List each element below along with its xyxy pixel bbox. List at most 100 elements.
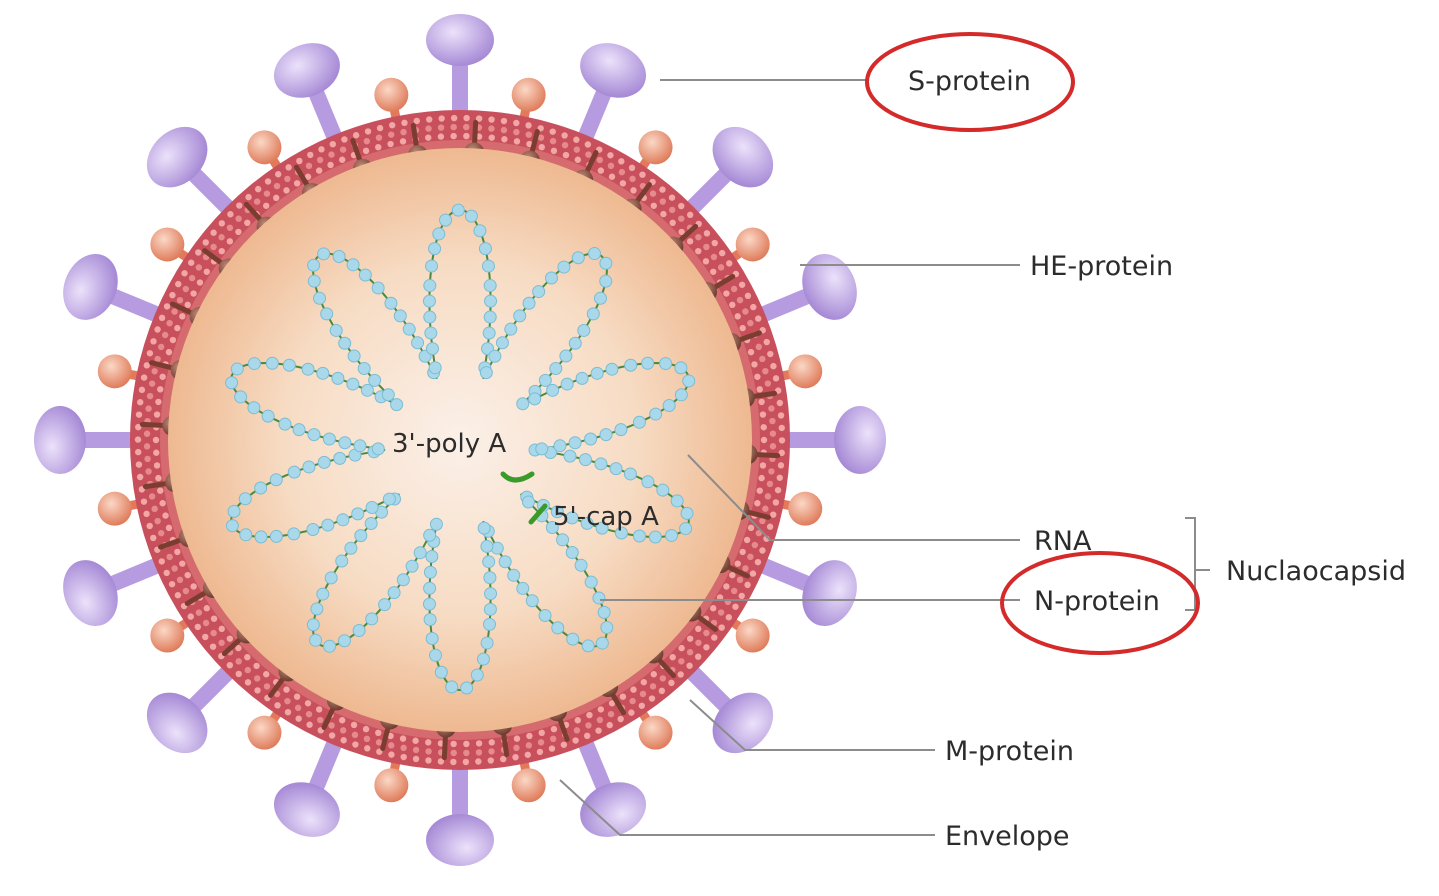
envelope-lipid <box>526 733 532 739</box>
s-protein-head <box>53 246 127 329</box>
n-protein-bead <box>358 362 370 374</box>
envelope-lipid <box>174 549 180 555</box>
envelope-lipid <box>755 559 761 565</box>
n-protein-bead <box>347 259 359 271</box>
envelope-lipid <box>265 178 271 184</box>
envelope-lipid <box>537 749 543 755</box>
envelope-lipid <box>712 240 718 246</box>
envelope-lipid <box>166 349 172 355</box>
envelope-lipid <box>640 691 646 697</box>
envelope-lipid <box>155 475 161 481</box>
envelope-lipid <box>770 430 776 436</box>
envelope-lipid <box>211 615 217 621</box>
envelope-lipid <box>154 462 160 468</box>
envelope-lipid <box>574 146 580 152</box>
envelope-lipid <box>770 363 776 369</box>
envelope-lipid <box>759 356 765 362</box>
envelope-lipid <box>735 313 741 319</box>
envelope-lipid <box>162 512 168 518</box>
envelope-lipid <box>144 443 150 449</box>
he-protein-head <box>788 492 822 526</box>
n-protein-bead <box>675 389 687 401</box>
envelope-lipid <box>757 487 763 493</box>
envelope-lipid <box>719 624 725 630</box>
n-protein-bead <box>533 286 545 298</box>
envelope-lipid <box>151 368 157 374</box>
envelope-lipid <box>425 748 431 754</box>
envelope-lipid <box>726 614 732 620</box>
envelope-lipid <box>561 742 567 748</box>
envelope-lipid <box>141 374 147 380</box>
envelope-lipid <box>687 649 693 655</box>
envelope-lipid <box>175 592 181 598</box>
envelope-lipid <box>283 187 289 193</box>
envelope-lipid <box>718 609 724 615</box>
envelope-lipid <box>219 220 225 226</box>
envelope-lipid <box>767 481 773 487</box>
envelope-lipid <box>513 129 519 135</box>
he-protein-head <box>150 619 184 653</box>
envelope-lipid <box>414 118 420 124</box>
s-protein-head <box>572 33 655 107</box>
s-protein-head <box>266 33 349 107</box>
envelope-lipid <box>136 411 142 417</box>
envelope-lipid <box>760 411 766 417</box>
n-protein-bead <box>228 505 240 517</box>
envelope-lipid <box>264 190 270 196</box>
envelope-lipid <box>144 362 150 368</box>
n-protein-bead <box>552 622 564 634</box>
envelope-lipid <box>732 604 738 610</box>
envelope-lipid <box>254 687 260 693</box>
envelope-lipid <box>598 706 604 712</box>
envelope-lipid <box>770 443 776 449</box>
n-protein-bead <box>352 508 364 520</box>
n-protein-bead <box>595 458 607 470</box>
envelope-lipid <box>678 645 684 651</box>
envelope-lipid <box>770 511 776 517</box>
envelope-lipid <box>306 163 312 169</box>
envelope-lipid <box>190 290 196 296</box>
envelope-lipid <box>756 344 762 350</box>
envelope-lipid <box>463 741 469 747</box>
envelope-lipid <box>218 234 224 240</box>
envelope-lipid <box>183 588 189 594</box>
envelope-lipid <box>352 741 358 747</box>
envelope-lipid <box>306 722 312 728</box>
m-protein-stalk <box>503 733 506 755</box>
envelope-lipid <box>425 757 431 763</box>
n-protein-bead <box>649 531 661 543</box>
m-protein-stalk <box>475 122 476 144</box>
envelope-lipid <box>203 620 209 626</box>
envelope-lipid <box>353 132 359 138</box>
envelope-lipid <box>169 292 175 298</box>
n-protein-bead <box>529 393 541 405</box>
envelope-lipid <box>778 462 784 468</box>
envelope-lipid <box>695 234 701 240</box>
envelope-lipid <box>154 518 160 524</box>
envelope-lipid <box>501 136 507 142</box>
envelope-lipid <box>150 338 156 344</box>
envelope-lipid <box>669 654 675 660</box>
n-protein-bead <box>642 476 654 488</box>
envelope-lipid <box>514 735 520 741</box>
envelope-lipid <box>488 748 494 754</box>
envelope-lipid <box>340 737 346 743</box>
n-protein-bead <box>591 367 603 379</box>
envelope-lipid <box>629 698 635 704</box>
envelope-lipid <box>513 745 519 751</box>
envelope-lipid <box>426 116 432 122</box>
envelope-lipid <box>244 654 250 660</box>
envelope-lipid <box>525 122 531 128</box>
n-protein-bead <box>406 560 418 572</box>
n-protein-bead <box>479 243 491 255</box>
envelope-lipid <box>400 735 406 741</box>
n-protein-bead <box>372 443 384 455</box>
n-protein-bead <box>477 653 489 665</box>
n-protein-bead <box>394 310 406 322</box>
envelope-lipid <box>317 717 323 723</box>
envelope-lipid <box>573 137 579 143</box>
envelope-lipid <box>755 315 761 321</box>
envelope-lipid <box>765 380 771 386</box>
envelope-lipid <box>597 157 603 163</box>
envelope-lipid <box>166 525 172 531</box>
